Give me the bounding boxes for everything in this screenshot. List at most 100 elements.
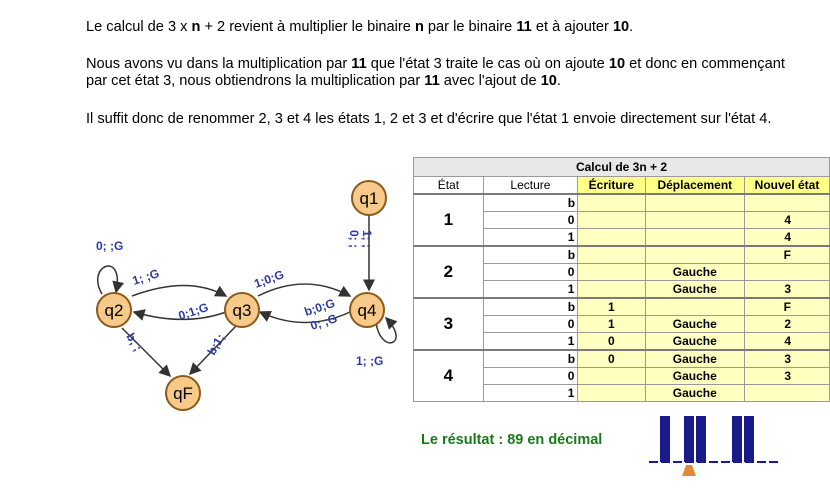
table-row: 0 Gauche (414, 263, 830, 281)
cell-ecriture (577, 384, 646, 402)
svg-text:q4: q4 (358, 301, 377, 320)
cell-nouvel-etat: 4 (744, 332, 830, 351)
p2-segment: 11 (424, 73, 440, 89)
svg-text:q1: q1 (360, 189, 379, 208)
p2-segment: Nous avons vu dans la multiplication par (86, 56, 352, 72)
state-q1: q1 (351, 180, 387, 216)
explanation-paragraph: Nous avons vu dans la multiplication par… (86, 56, 786, 90)
p1-segment: Le calcul de 3 x (86, 19, 192, 35)
cell-ecriture (577, 245, 646, 264)
svg-text:q2: q2 (105, 301, 124, 320)
cell-ecriture (577, 263, 646, 281)
cell-lecture: 1 (482, 280, 579, 299)
tape-cell-one (744, 416, 754, 462)
edge-q3-q4 (257, 283, 352, 297)
edge-q4-q3 (258, 310, 351, 324)
header-ecriture: Écriture (577, 176, 646, 195)
svg-text:q3: q3 (233, 301, 252, 320)
header-lecture: Lecture (482, 176, 579, 195)
tape-head (682, 465, 696, 476)
cell-nouvel-etat: F (744, 245, 830, 264)
turing-tape (649, 416, 778, 476)
cell-ecriture: 0 (577, 332, 646, 351)
cell-ecriture: 0 (577, 349, 646, 368)
p1-segment: . (629, 19, 634, 35)
table-title: Calcul de 3n + 2 (413, 157, 830, 177)
label-q4-self: 1; ;G (356, 354, 383, 368)
intro-paragraph: Le calcul de 3 x n + 2 revient à multipl… (86, 19, 786, 36)
tape-cell-one (660, 416, 670, 462)
edge-q4-self (375, 316, 398, 344)
cell-deplacement (644, 228, 746, 247)
cell-nouvel-etat (744, 263, 830, 281)
cell-deplacement: Gauche (644, 315, 746, 333)
cell-ecriture (577, 211, 646, 229)
cell-deplacement (644, 245, 746, 264)
cell-lecture: 1 (482, 228, 579, 247)
cell-nouvel-etat: 3 (744, 280, 830, 299)
label-q1-q4-b: 1; ; (360, 230, 374, 248)
p2-segment: et donc en commençant par cet état 3, no… (86, 56, 785, 89)
p2-segment: . (556, 73, 561, 89)
state-qF: qF (165, 375, 201, 411)
cell-deplacement (644, 211, 746, 229)
header-nouvel-etat: Nouvel état (744, 176, 830, 195)
label-q2-self: 0; ;G (96, 239, 123, 253)
cell-nouvel-etat (744, 384, 830, 402)
state-diagram: 0; ; 1; ; 0; ;G 1; ;G 0;1;G 1;0;G b;0;G … (96, 180, 398, 411)
transition-table: Calcul de 3n + 2 État Lecture Écriture D… (413, 157, 830, 402)
cell-lecture: 0 (482, 263, 579, 281)
p1-segment: par le binaire (423, 19, 517, 35)
rename-paragraph: Il suffit donc de renommer 2, 3 et 4 les… (86, 111, 786, 128)
cell-nouvel-etat (744, 193, 830, 212)
cell-lecture: b (482, 193, 579, 212)
label-q1-q4: 0; ; (347, 230, 361, 248)
cell-ecriture: 1 (577, 315, 646, 333)
cell-lecture: 0 (482, 211, 579, 229)
cell-deplacement: Gauche (644, 263, 746, 281)
cell-lecture: 0 (482, 367, 579, 385)
header-etat: État (413, 176, 484, 195)
cell-deplacement: Gauche (644, 384, 746, 402)
svg-text:qF: qF (173, 384, 193, 403)
cell-nouvel-etat: 3 (744, 349, 830, 368)
edge-q2-q3 (131, 284, 228, 297)
edge-q2-qF (121, 327, 172, 378)
p1-segment: 11 (516, 19, 532, 35)
cell-nouvel-etat: 4 (744, 228, 830, 247)
cell-deplacement: Gauche (644, 280, 746, 299)
p2-segment: 11 (351, 56, 367, 72)
tape-cell-one (732, 416, 742, 462)
cell-etat: 1 (413, 193, 484, 247)
label-q3-qF: b;1; (204, 331, 227, 357)
cell-lecture: 1 (482, 332, 579, 351)
edge-q3-qF (188, 325, 237, 376)
p1-segment: et à ajouter (531, 19, 613, 35)
cell-deplacement (644, 193, 746, 212)
cell-deplacement: Gauche (644, 367, 746, 385)
state-q2: q2 (96, 292, 132, 328)
cell-nouvel-etat: 4 (744, 211, 830, 229)
cell-ecriture (577, 193, 646, 212)
cell-lecture: b (482, 349, 579, 368)
tape-cell-one (696, 416, 706, 462)
label-q2-qF: b; ; (123, 331, 144, 354)
cell-etat: 3 (413, 297, 484, 351)
p1-segment: 10 (612, 19, 630, 35)
state-q4: q4 (349, 292, 385, 328)
cell-lecture: b (482, 297, 579, 316)
p2-segment: 10 (540, 73, 557, 89)
cell-deplacement (644, 297, 746, 316)
p3-segment: Il suffit donc de renommer 2, 3 et 4 les… (86, 111, 772, 127)
p2-segment: avec l'ajout de (439, 73, 541, 89)
cell-deplacement: Gauche (644, 349, 746, 368)
p1-segment: n (191, 19, 201, 35)
cell-ecriture (577, 280, 646, 299)
cell-nouvel-etat: F (744, 297, 830, 316)
cell-etat: 2 (413, 245, 484, 299)
